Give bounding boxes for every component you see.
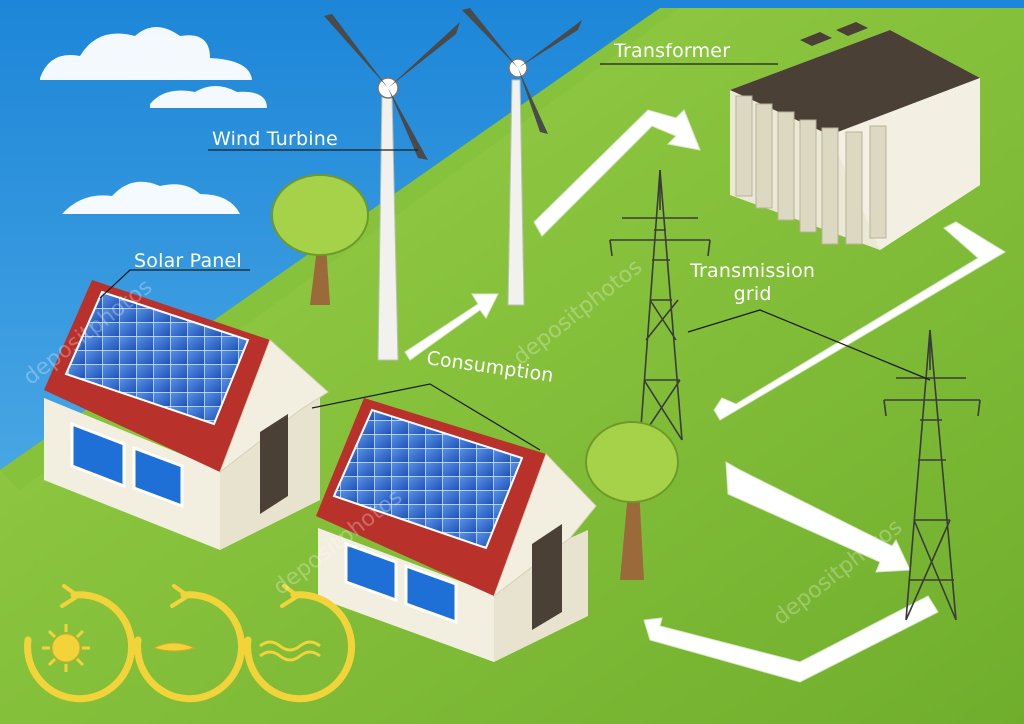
wind-icon xyxy=(134,591,246,703)
house-1 xyxy=(44,280,329,550)
tree-front xyxy=(585,421,679,580)
transmission-tower xyxy=(609,169,981,621)
leader-lines xyxy=(99,63,931,451)
transmission-label-line2: grid xyxy=(733,283,772,305)
transmission-label-line1: Transmission xyxy=(690,260,816,282)
transformer-building xyxy=(730,22,980,250)
transformer-label: Transformer xyxy=(614,40,731,62)
wind-turbine xyxy=(324,8,582,361)
sun-icon xyxy=(24,591,136,703)
house-2 xyxy=(316,398,597,662)
clouds xyxy=(40,27,267,214)
flow-arrows xyxy=(404,109,1006,683)
water-icon xyxy=(244,591,356,703)
solar-panel-label: Solar Panel xyxy=(134,250,242,272)
transmission-grid-label: Transmission grid xyxy=(690,262,815,304)
renewable-icons xyxy=(24,584,356,703)
wind-turbine-label: Wind Turbine xyxy=(212,128,338,150)
tree-back xyxy=(271,174,369,305)
